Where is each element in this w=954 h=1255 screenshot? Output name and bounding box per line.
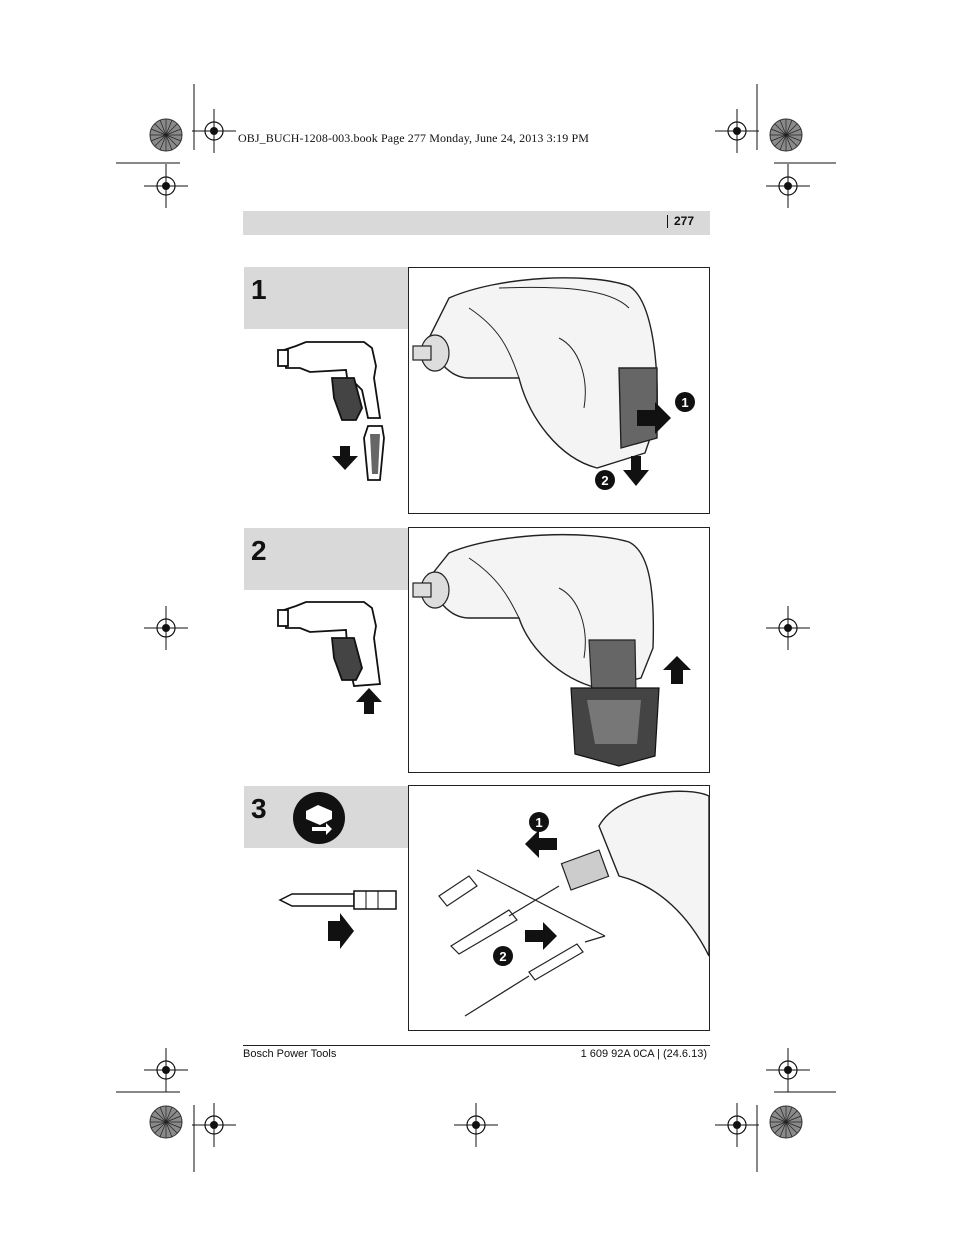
step-2-tab: 2: [244, 528, 408, 590]
step-1-thumbnail: [276, 338, 396, 488]
step-number: 2: [251, 535, 267, 566]
step-2-panel: [408, 527, 710, 773]
registration-mark-icon: [191, 108, 237, 154]
step-2-thumbnail: [276, 598, 396, 723]
step-1-tab: 1: [244, 267, 408, 329]
step-1-panel: 1 2: [408, 267, 710, 514]
arrow-icon: [328, 913, 354, 949]
number-badge-icon: 1: [681, 395, 688, 410]
callout-1: 1: [675, 392, 695, 412]
step-3-tab: 3: [244, 786, 408, 848]
svg-text:2: 2: [601, 473, 608, 488]
svg-text:2: 2: [499, 949, 506, 964]
step-3-panel: 1 2: [408, 785, 710, 1031]
footer-rule: [243, 1045, 710, 1046]
arrow-icon: [332, 446, 358, 470]
header-bar: 277: [243, 211, 710, 235]
step-number: 3: [251, 793, 267, 824]
color-wheel-icon: [149, 118, 183, 152]
print-header: OBJ_BUCH-1208-003.book Page 277 Monday, …: [238, 131, 589, 145]
svg-text:1: 1: [535, 815, 542, 830]
bit-change-icon: [293, 792, 345, 844]
footer-doc-code: 1 609 92A 0CA | (24.6.13): [580, 1048, 707, 1060]
arrow-icon: [356, 688, 382, 714]
footer-brand: Bosch Power Tools: [243, 1048, 337, 1060]
step-3-thumbnail: [278, 885, 400, 955]
step-number: 1: [251, 274, 267, 305]
page-number: 277: [666, 215, 694, 228]
